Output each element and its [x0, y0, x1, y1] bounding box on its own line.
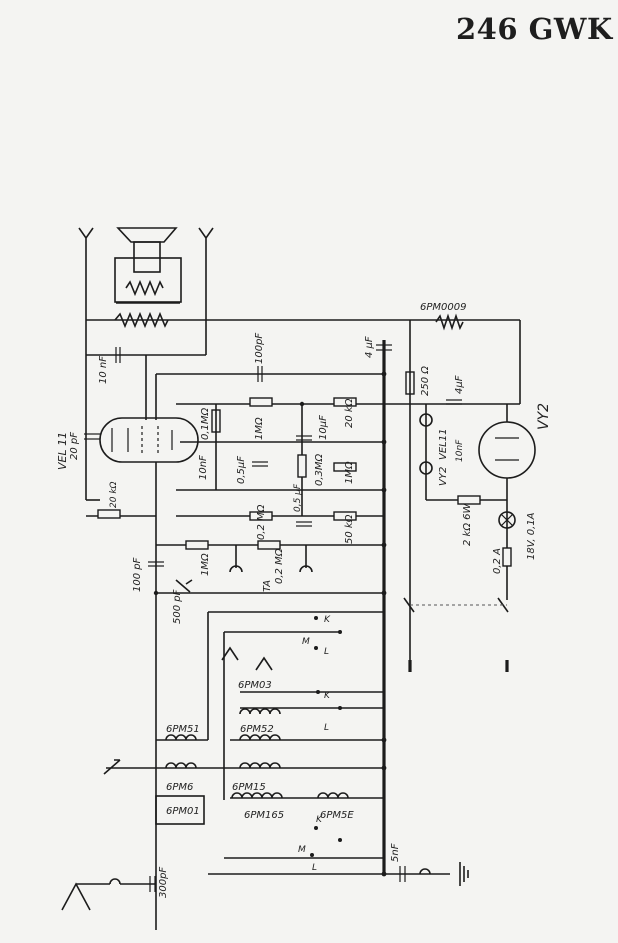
label-bpm52: 6PM52: [240, 724, 274, 735]
antenna-right: [198, 227, 214, 320]
label-bpm51: 6PM51: [166, 724, 200, 735]
label-bpm165: 6PM165: [244, 810, 284, 821]
coil-bpm03: [239, 708, 281, 715]
label-5nf: 5nF: [390, 843, 401, 862]
label-100pf-top: 100pF: [254, 333, 265, 364]
resistor-20k-left: [97, 509, 121, 519]
speaker-coupling: [114, 257, 182, 329]
coil-bpm6: [165, 762, 197, 769]
label-4uf-mid: 4µF: [454, 375, 465, 394]
label-m1: M: [302, 637, 310, 647]
label-4uf-top: 4 µF: [364, 336, 375, 358]
label-02m-ta: 0,2 MΩ: [274, 548, 285, 584]
label-05uf-b: 0,5 µF: [293, 483, 303, 512]
label-m3: M: [298, 845, 306, 855]
label-20k-left: 20 kΩ: [109, 481, 119, 508]
label-10uf: 10µF: [318, 415, 329, 440]
label-05uf: 0,5µF: [236, 456, 247, 484]
filament-coils: [419, 404, 433, 500]
label-k3: K: [316, 815, 323, 825]
resistor-2k: [457, 495, 481, 505]
label-k2: K: [324, 691, 331, 701]
label-1m-b: 1MΩ: [344, 461, 355, 484]
coil-bpm51: [156, 734, 208, 741]
label-50k: 50 kΩ: [344, 514, 355, 544]
label-10nf-mid: 10nF: [198, 455, 209, 480]
pilot-lamp: [498, 511, 516, 529]
label-l3: L: [312, 863, 317, 873]
label-1m-c: 1MΩ: [200, 553, 211, 576]
label-100pf-left: 100 pF: [132, 557, 143, 592]
label-bpm0009: 6PM0009: [420, 302, 466, 313]
label-300pf: 300pF: [158, 867, 169, 898]
coil-bpm15: [239, 762, 281, 769]
resistor-1m-a: [249, 397, 273, 407]
label-20pf: 20 pF: [69, 432, 80, 460]
label-lamp: 18V, 0,1A: [526, 512, 537, 560]
antenna-left: [78, 227, 94, 320]
label-500pf: 500 pF: [172, 589, 183, 624]
label-1m-a: 1MΩ: [254, 417, 265, 440]
label-vy2-mid: VY2: [438, 467, 449, 486]
fuse: [502, 547, 512, 567]
coil-bpm52: [230, 734, 384, 741]
label-03m: 0,3MΩ: [314, 453, 325, 486]
label-l1: L: [324, 647, 329, 657]
coil-bpm01: [155, 795, 205, 825]
label-250: 250 Ω: [420, 366, 431, 396]
label-bpm03: 6PM03: [238, 680, 272, 691]
resistor-20k: [333, 397, 357, 407]
tube-vy2: [478, 421, 536, 479]
label-l2: L: [324, 723, 329, 733]
tube-vel11: [99, 417, 199, 463]
resistor-50k: [333, 511, 357, 521]
label-k1: K: [324, 615, 331, 625]
label-01m: 0,1MΩ: [200, 407, 211, 440]
label-20k-right: 20 kΩ: [344, 398, 355, 428]
label-bpm6: 6PM6: [166, 782, 193, 793]
label-vy2-right: VY2: [536, 403, 552, 430]
label-ta: TA: [262, 580, 273, 592]
label-bpm5e: 6PM5E: [320, 810, 354, 821]
label-2k: 2 kΩ 6W: [462, 502, 473, 546]
resistor-1m-b: [333, 462, 357, 472]
ground-symbol: [459, 862, 469, 886]
label-10nf-small: 10nF: [455, 439, 465, 462]
label-bpm01: 6PM01: [166, 806, 200, 817]
resistor-1m-c: [185, 540, 209, 550]
label-vel11-left: VEL 11: [56, 432, 69, 470]
resistor-02m: [249, 511, 273, 521]
model-title: 246 GWK: [456, 12, 613, 46]
resistor-03m: [297, 454, 307, 478]
label-02m: 0,2 MΩ: [256, 504, 267, 540]
resistor-bpm0009: [435, 313, 464, 331]
label-vel11-mid: VEL11: [438, 429, 449, 460]
loudspeaker: [116, 227, 178, 273]
label-fuse: 0,2 A: [492, 548, 503, 574]
resistor-02m-ta: [257, 540, 281, 550]
label-10nf-top: 10 nF: [98, 356, 109, 384]
label-bpm15: 6PM15: [232, 782, 266, 793]
